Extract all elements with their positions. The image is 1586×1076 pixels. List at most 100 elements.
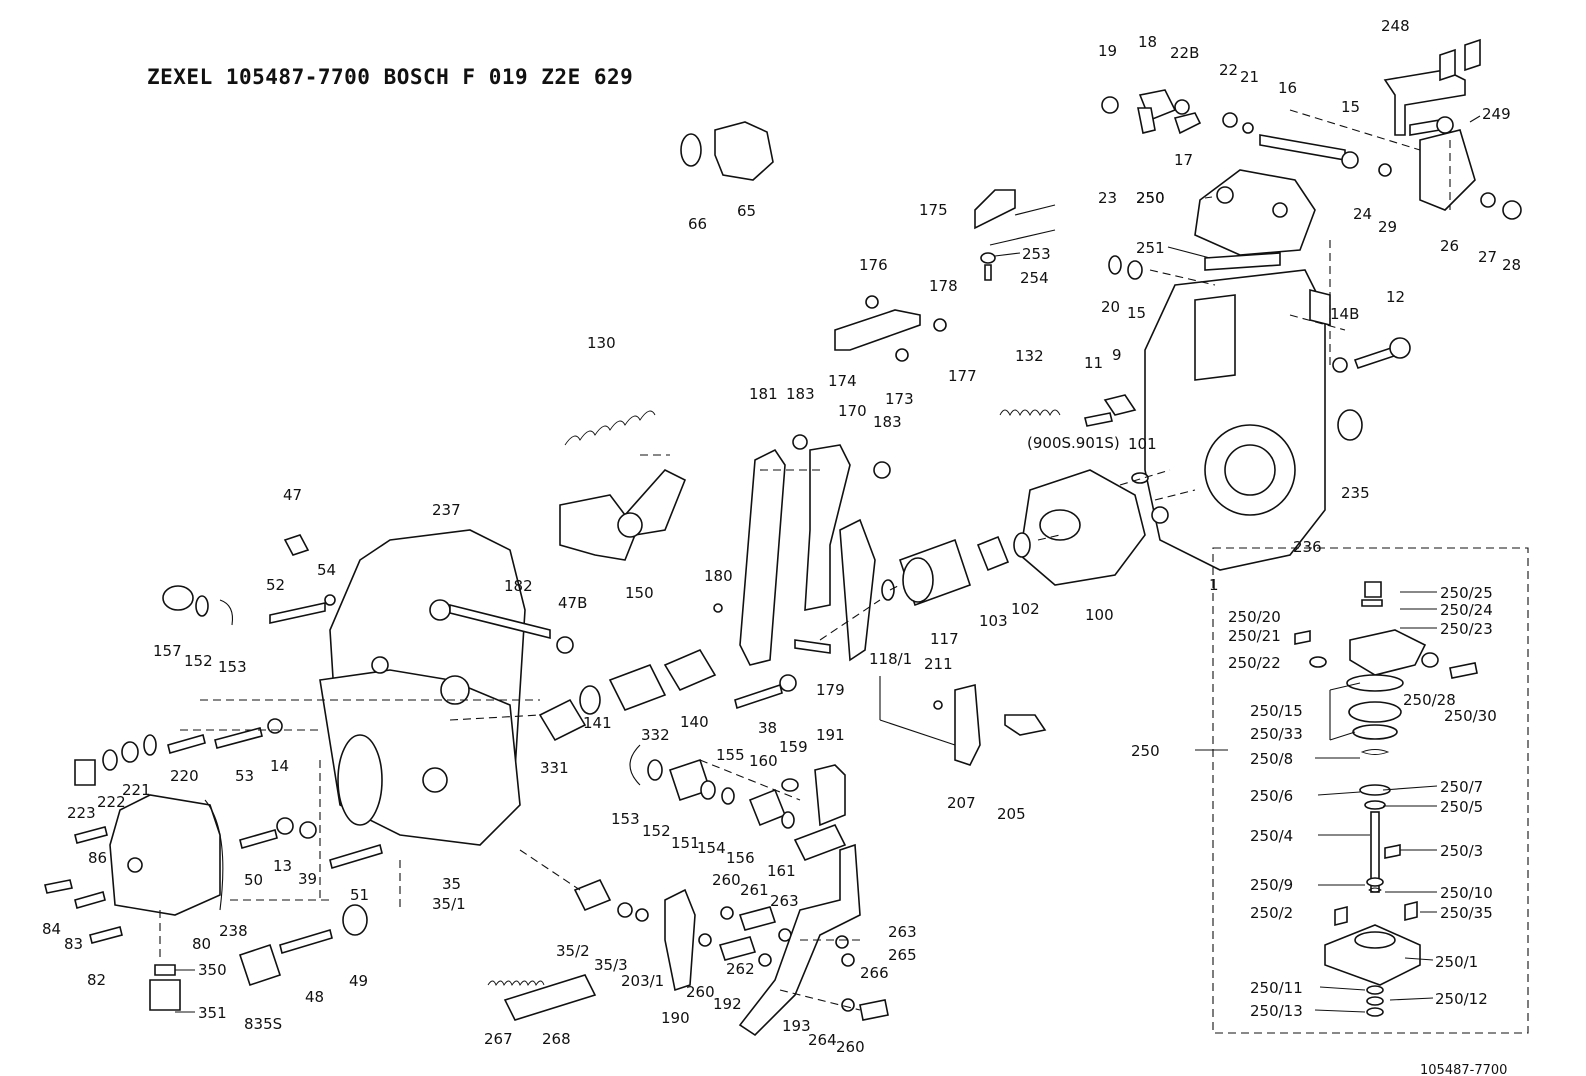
- part-label: 86: [88, 849, 107, 867]
- part-label: 250/11: [1250, 979, 1303, 997]
- part-label: 260: [836, 1038, 865, 1056]
- part-label: 181: [749, 385, 778, 403]
- diagram-header: ZEXEL 105487-7700 BOSCH F 019 Z2E 629: [147, 65, 633, 89]
- part-label: 141: [583, 714, 612, 732]
- part-label: 253: [1022, 245, 1051, 263]
- part-label: 17: [1174, 151, 1193, 169]
- part-label: 22B: [1170, 44, 1199, 62]
- part-label: 35: [442, 875, 461, 893]
- part-label: 266: [860, 964, 889, 982]
- part-label: 153: [611, 810, 640, 828]
- part-label: 250/22: [1228, 654, 1281, 672]
- part-label: 65: [737, 202, 756, 220]
- part-label: 174: [828, 372, 857, 390]
- part-label: 50: [244, 871, 263, 889]
- part-label: 250/15: [1250, 702, 1303, 720]
- part-label: 24: [1353, 205, 1372, 223]
- part-label: 250: [1136, 189, 1165, 207]
- part-label: 221: [122, 781, 151, 799]
- part-label: 161: [767, 862, 796, 880]
- part-label: 117: [930, 630, 959, 648]
- part-label: 16: [1278, 79, 1297, 97]
- part-label: 29: [1378, 218, 1397, 236]
- part-label: 160: [749, 752, 778, 770]
- part-label: 35/3: [594, 956, 628, 974]
- part-label: 250: [1136, 189, 1165, 207]
- part-label: 237: [432, 501, 461, 519]
- part-label: 351: [198, 1004, 227, 1022]
- diagram-footer-code: 105487-7700: [1420, 1063, 1507, 1076]
- part-label: 9: [1112, 346, 1122, 364]
- part-label: 100: [1085, 606, 1114, 624]
- part-label: 250/30: [1444, 707, 1497, 725]
- part-label: 173: [885, 390, 914, 408]
- part-label: 250/5: [1440, 798, 1483, 816]
- part-label: 250/9: [1250, 876, 1293, 894]
- part-label: 250/8: [1250, 750, 1293, 768]
- part-label: 250/1: [1435, 953, 1478, 971]
- part-label: 260: [686, 983, 715, 1001]
- part-label: 26: [1440, 237, 1459, 255]
- part-label: 250/24: [1440, 601, 1493, 619]
- part-label: 15: [1127, 304, 1146, 322]
- part-label: 47B: [558, 594, 587, 612]
- part-label: 250/4: [1250, 827, 1293, 845]
- part-label: 235: [1341, 484, 1370, 502]
- part-label: 15: [1341, 98, 1360, 116]
- part-label: 835S: [244, 1015, 282, 1033]
- part-label: 35/1: [432, 895, 466, 913]
- part-label: 250/2: [1250, 904, 1293, 922]
- part-label: 250/23: [1440, 620, 1493, 638]
- part-label: 49: [349, 972, 368, 990]
- part-label: 155: [716, 746, 745, 764]
- part-label: 1: [1209, 576, 1219, 594]
- part-label: 250/28: [1403, 691, 1456, 709]
- part-label: 183: [873, 413, 902, 431]
- part-label: 152: [184, 652, 213, 670]
- part-label: 157: [153, 642, 182, 660]
- part-label: 47: [283, 486, 302, 504]
- part-label: 12: [1386, 288, 1405, 306]
- part-label: 66: [688, 215, 707, 233]
- part-label: 151: [671, 834, 700, 852]
- part-label: 150: [625, 584, 654, 602]
- part-label: (900S.901S): [1027, 434, 1120, 452]
- part-label: 176: [859, 256, 888, 274]
- part-label: 254: [1020, 269, 1049, 287]
- part-label: 35/2: [556, 942, 590, 960]
- part-label: 14: [270, 757, 289, 775]
- part-label: 154: [697, 839, 726, 857]
- part-label: 132: [1015, 347, 1044, 365]
- part-label: 265: [888, 946, 917, 964]
- leader-lines: [159, 109, 1481, 1013]
- part-label: 52: [266, 576, 285, 594]
- part-label: 183: [786, 385, 815, 403]
- part-label: 236: [1293, 538, 1322, 556]
- part-label: 251: [1136, 239, 1165, 257]
- part-label: 80: [192, 935, 211, 953]
- part-label: 84: [42, 920, 61, 938]
- part-label: 222: [97, 793, 126, 811]
- part-label: 54: [317, 561, 336, 579]
- part-label: 53: [235, 767, 254, 785]
- part-label: 261: [740, 881, 769, 899]
- part-label: 250/7: [1440, 778, 1483, 796]
- part-label: 192: [713, 995, 742, 1013]
- part-label: 211: [924, 655, 953, 673]
- part-label: 102: [1011, 600, 1040, 618]
- part-label: 82: [87, 971, 106, 989]
- part-label: 203/1: [621, 972, 664, 990]
- part-label: 21: [1240, 68, 1259, 86]
- part-label: 267: [484, 1030, 513, 1048]
- part-label: 22: [1219, 61, 1238, 79]
- part-label: 250/35: [1440, 904, 1493, 922]
- part-label: 19: [1098, 42, 1117, 60]
- part-label: 83: [64, 935, 83, 953]
- part-label: 205: [997, 805, 1026, 823]
- part-label: 250/25: [1440, 584, 1493, 602]
- part-label: 14B: [1330, 305, 1359, 323]
- part-label: 250: [1131, 742, 1160, 760]
- part-label: 140: [680, 713, 709, 731]
- part-label: 11: [1084, 354, 1103, 372]
